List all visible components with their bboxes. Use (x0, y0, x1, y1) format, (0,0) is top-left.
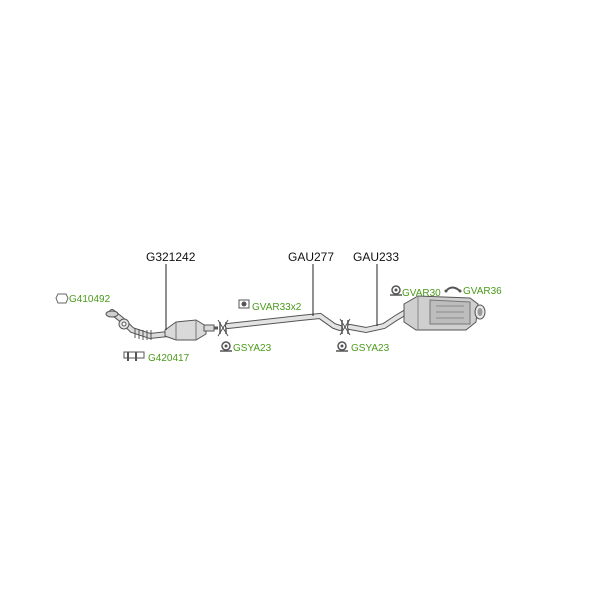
clamp-icon-b[interactable] (336, 341, 348, 352)
flex-pipe-icon (134, 328, 152, 340)
hanger-icon[interactable] (444, 286, 462, 293)
bracket-icon[interactable] (123, 351, 145, 361)
front-downpipe[interactable] (105, 309, 171, 340)
clamp-label-b[interactable]: GSYA23 (351, 343, 390, 354)
rear-pipe[interactable] (347, 309, 409, 334)
middle-pipe[interactable] (225, 312, 343, 331)
exhaust-assembly (105, 295, 486, 341)
middle-pipe-label[interactable]: GAU277 (288, 250, 334, 264)
gasket-icon[interactable] (55, 293, 69, 304)
bracket-label[interactable]: G420417 (148, 353, 190, 364)
clamp-icon[interactable] (238, 299, 250, 309)
clamp-icon-a[interactable] (220, 341, 232, 352)
rear-silencer-label[interactable]: GAU233 (353, 250, 399, 264)
catalyst-label[interactable]: G321242 (146, 250, 196, 264)
clamp-label[interactable]: GVAR33x2 (252, 302, 302, 313)
clamp-label-a[interactable]: GSYA23 (233, 343, 272, 354)
front-flange-icon (105, 310, 130, 330)
gasket-label[interactable]: G410492 (69, 294, 111, 305)
catalytic-converter[interactable] (164, 319, 215, 341)
tailpipe-icon (474, 304, 486, 320)
rubber-mount-icon[interactable] (390, 285, 402, 296)
rubber-mount-label[interactable]: GVAR30 (402, 288, 441, 299)
rear-silencer[interactable] (403, 295, 486, 331)
hanger-label[interactable]: GVAR36 (463, 286, 502, 297)
